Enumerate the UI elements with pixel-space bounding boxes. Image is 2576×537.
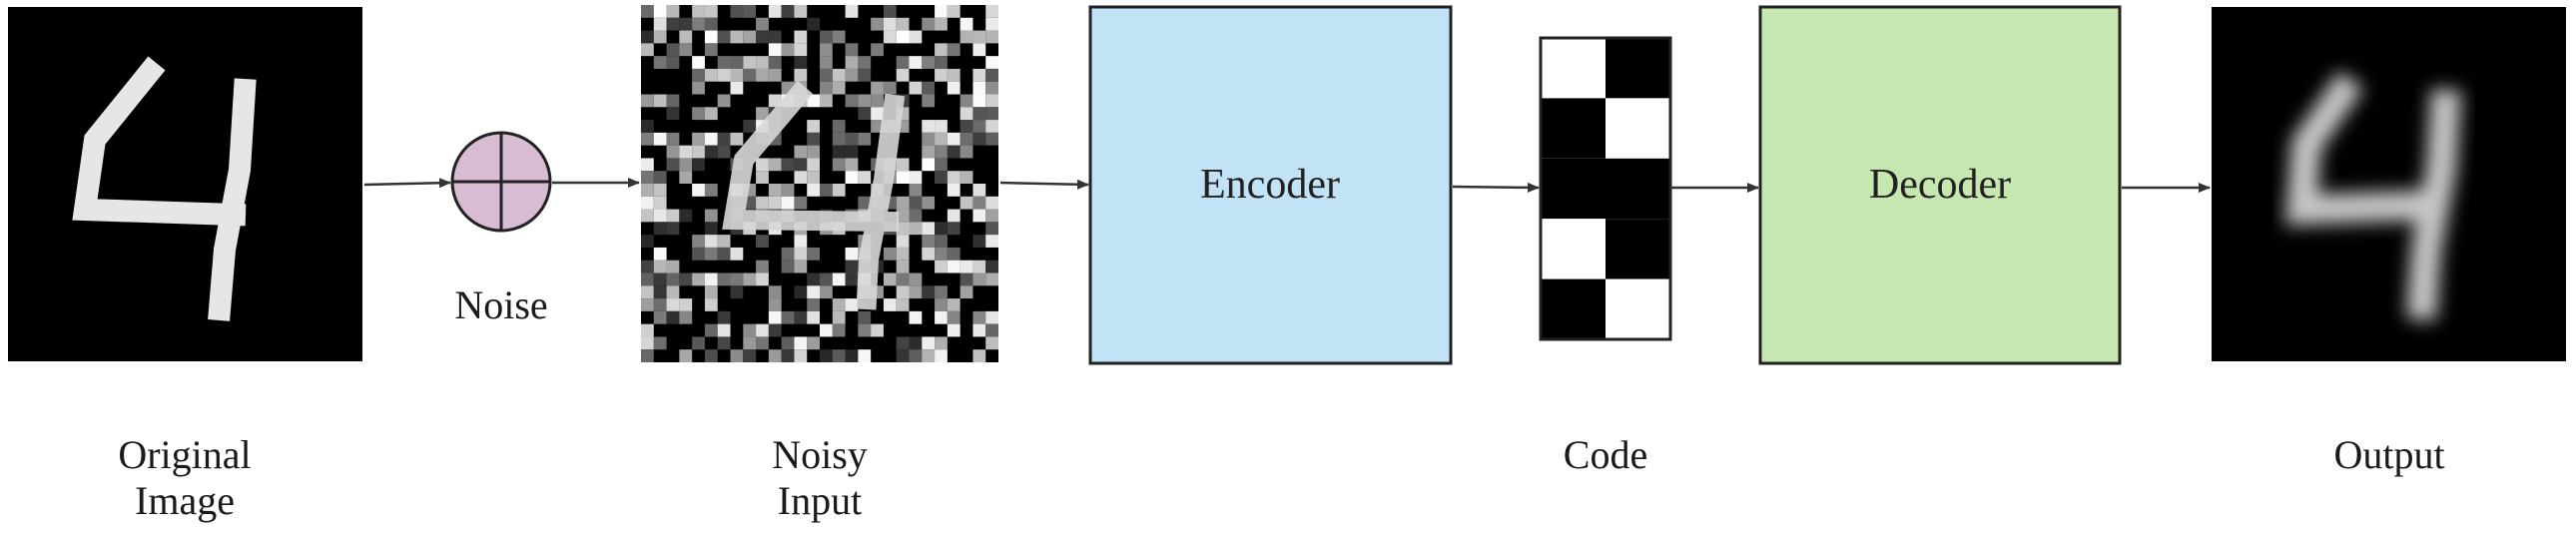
code-cell	[1541, 38, 1606, 99]
encoder-block: Encoder	[1088, 5, 1453, 365]
code-cell	[1541, 219, 1606, 279]
arrow-encoder-to-code	[1452, 182, 1540, 193]
noisy-input-label-line2: Input	[777, 478, 863, 523]
noise-label: Noise	[454, 282, 548, 327]
noisy-input-label-line1: Noisy	[772, 432, 868, 477]
noise-operator	[450, 131, 552, 233]
code-cell	[1606, 219, 1670, 279]
code-cell	[1606, 278, 1670, 339]
noisy-input-label: Noisy Input	[720, 432, 920, 524]
code-cell	[1541, 98, 1606, 159]
arrow-noisy-to-encoder	[999, 179, 1089, 190]
original-image-label-line2: Image	[135, 478, 235, 523]
original-image-label: Original Image	[60, 432, 310, 524]
encoder-label: Encoder	[1200, 162, 1340, 208]
code-cell	[1606, 98, 1670, 159]
code-label: Code	[1563, 432, 1648, 477]
decoder-label: Decoder	[1869, 162, 2011, 208]
output-label: Output	[2333, 432, 2445, 477]
output-image	[2212, 7, 2566, 361]
code-cell	[1606, 38, 1670, 99]
code-cell	[1606, 158, 1670, 220]
code-vector	[1539, 36, 1672, 341]
flow-arrows	[363, 178, 2211, 193]
decoder-block: Decoder	[1758, 5, 2122, 365]
arrow-original-to-noise	[363, 178, 451, 189]
original-image	[8, 7, 362, 361]
code-cell	[1541, 278, 1606, 339]
original-image-label-line1: Original	[118, 432, 252, 477]
noisy-input-image	[641, 5, 998, 362]
code-cell	[1541, 158, 1606, 220]
